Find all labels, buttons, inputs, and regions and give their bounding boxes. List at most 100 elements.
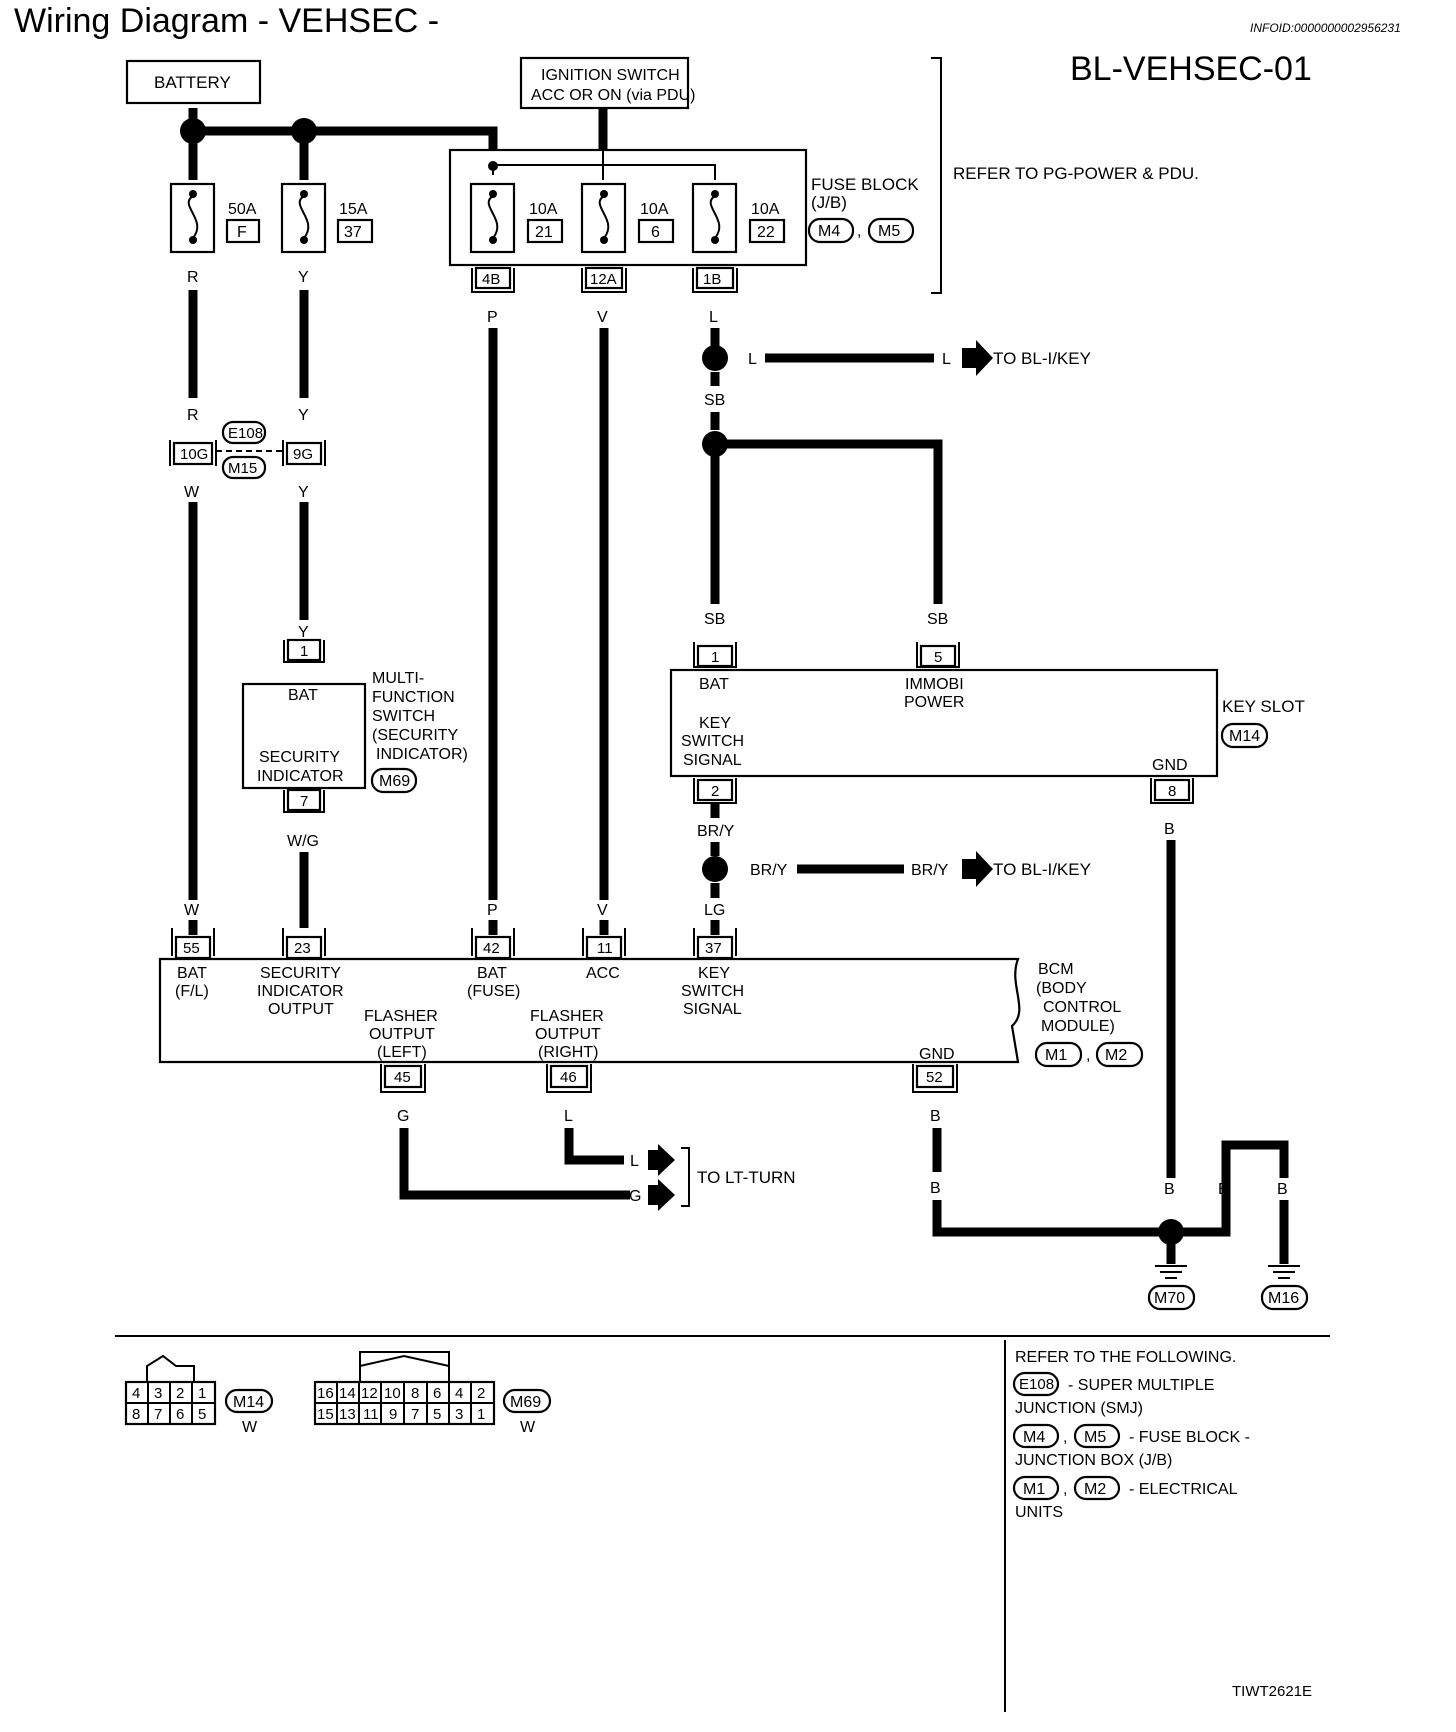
bcm-sec-2: INDICATOR [257,983,344,1000]
bcm-fr-3: (RIGHT) [538,1044,598,1061]
bcm-conn-m2: M2 [1105,1047,1127,1064]
m69-pin-6: 6 [433,1385,441,1402]
refer-e108-desc-2: JUNCTION (SMJ) [1015,1400,1143,1417]
key-slot-conn: M14 [1229,728,1260,745]
wire-label-w-1: W [184,484,200,501]
arrow-lt-turn-g [648,1179,675,1211]
wire-l-turn [564,1128,624,1165]
refer-m1-box [1012,1475,1060,1501]
wire-label-p-2: P [487,902,498,919]
wire-label-bry-2: BR/Y [750,862,788,879]
lt-turn-bracket [681,1147,690,1207]
wire-label-b-g1: B [1164,1181,1175,1198]
m14-pin-2: 2 [176,1385,184,1402]
bcm-fl-1: FLASHER [364,1008,438,1025]
multi-switch-sec-1: SECURITY [259,749,340,766]
fuse-37-id: 37 [344,224,362,241]
fuse-37-amp: 15A [339,201,368,218]
bcm-name-3: CONTROL [1043,999,1121,1016]
refer-m5-box [1073,1423,1121,1449]
bcm-name-4: MODULE) [1041,1018,1115,1035]
fuse-6-amp: 10A [640,201,669,218]
junction-9g [282,440,326,466]
fuse-block-node [488,161,498,171]
key-slot-immobi-1: IMMOBI [905,676,964,693]
bcm-pin-23-label: 23 [294,940,311,957]
junction-conn-m15-box [221,455,267,480]
wire-label-sb-1: SB [704,392,725,409]
multi-switch-conn: M69 [379,773,410,790]
wire-label-w-2: W [184,902,200,919]
bcm-bat-fl-1: BAT [177,965,207,982]
fuse-block-label-1: FUSE BLOCK [811,175,919,194]
bcm-sec-3: OUTPUT [268,1001,334,1018]
m69-pin-5: 5 [433,1406,441,1423]
ground-m16: M16 [1268,1290,1299,1307]
m69-pin-3: 3 [455,1406,463,1423]
m69-view-color: W [520,1419,536,1436]
ground-m70: M70 [1154,1290,1185,1307]
fuse-block-conn-m4-box [807,217,855,244]
wire-label-wg: W/G [287,833,319,850]
refer-m5: M5 [1084,1429,1106,1446]
wire-label-y-4: Y [298,624,309,641]
m14-pin-7: 7 [154,1406,162,1423]
refer-m45-desc-1: - FUSE BLOCK - [1129,1429,1250,1446]
m69-pin-8: 8 [411,1385,419,1402]
key-slot-pin-5 [916,642,960,668]
fuse-21-id-box [526,218,564,244]
wire-g [399,1128,630,1200]
refer-e108: E108 [1019,1376,1054,1393]
key-slot-conn-box [1220,722,1269,749]
m14-pin-4: 4 [132,1385,140,1402]
splice-l [702,345,728,371]
m14-pin-1: 1 [198,1385,206,1402]
junction-conn-e108-box [221,420,267,445]
wire-label-bry-3: BR/Y [911,862,949,879]
fuse-f-id-box [225,218,261,244]
bcm-pin-42-label: 42 [483,940,500,957]
bcm-pin-37-label: 37 [705,940,722,957]
multi-switch-pin-1 [283,638,325,663]
bcm-ks-2: SWITCH [681,983,744,1000]
fuse-22-id: 22 [757,224,775,241]
fuse-22-id-box [748,218,786,244]
fuse-pin-1b [692,266,738,293]
m69-view-conn: M69 [510,1394,541,1411]
key-slot-pin-2 [693,778,737,804]
page-title: Wiring Diagram - VEHSEC - [14,2,439,40]
bcm-bat-fuse-1: BAT [477,965,507,982]
multi-switch-name-4: (SECURITY [372,727,459,744]
ground-m70-box [1147,1284,1196,1311]
bcm-ks-1: KEY [698,965,730,982]
wire-label-p-1: P [487,309,498,326]
wire-label-b-g3: B [1277,1181,1288,1198]
wire-label-l-5: L [630,1153,639,1170]
junction-10g-label: 10G [180,446,208,463]
fuse-37 [280,182,327,254]
junction-conn-e108: E108 [228,425,263,442]
arrow-to-bl-ikey-1 [962,340,993,376]
key-slot-ks-3: SIGNAL [683,752,742,769]
bcm-conn-m1: M1 [1045,1047,1067,1064]
bcm-fl-3: (LEFT) [377,1044,427,1061]
bcm-bat-fuse-2: (FUSE) [467,983,520,1000]
multi-switch-bat: BAT [288,687,318,704]
key-slot-gnd: GND [1152,757,1188,774]
fuse-21 [469,182,516,254]
refer-m2: M2 [1084,1481,1106,1498]
key-slot-pin-1-label: 1 [711,649,719,666]
battery-box [125,59,262,105]
junction-10g [169,440,217,466]
refer-e108-desc-1: - SUPER MULTIPLE [1068,1377,1214,1394]
bcm-name-2: (BODY [1036,980,1087,997]
fuse-block-comma: , [857,223,861,240]
fuse-block-conn-m5-box [867,217,915,244]
m14-view-conn: M14 [233,1394,264,1411]
bcm-sec-1: SECURITY [260,965,341,982]
wire-label-r-1: R [187,269,199,286]
key-slot-pin-8 [1150,778,1194,804]
wire-label-v-1: V [597,309,608,326]
page-code: BL-VEHSEC-01 [1070,50,1312,88]
